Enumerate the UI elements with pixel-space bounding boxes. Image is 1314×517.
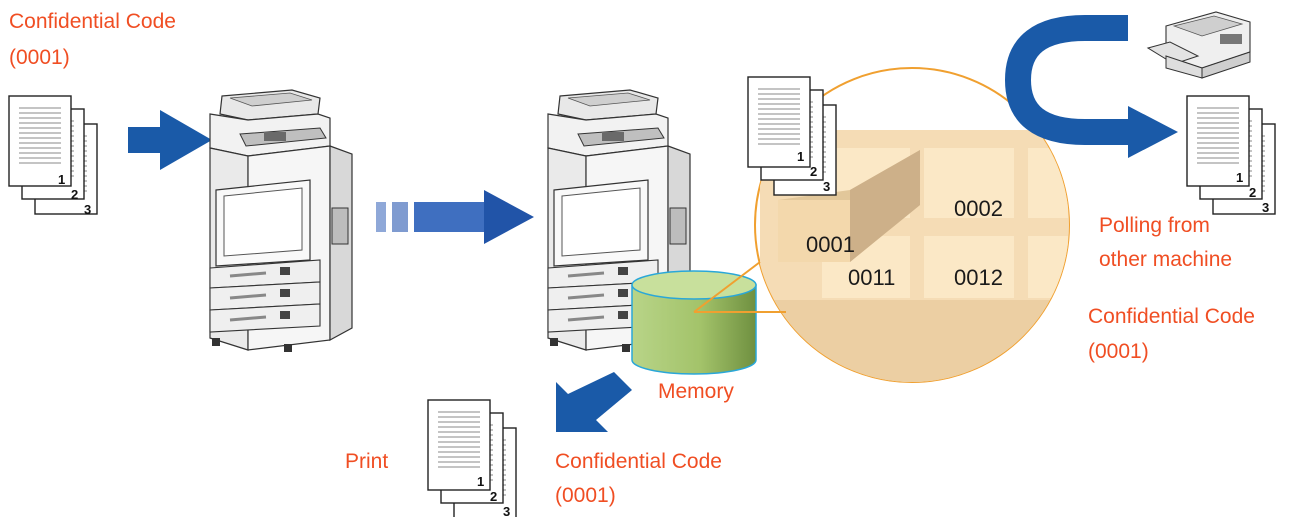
page-number-2: 2: [71, 187, 78, 202]
page-number-3: 3: [84, 202, 91, 217]
page-number-1: 1: [58, 172, 65, 187]
memory-cylinder-icon: [631, 261, 786, 375]
document-stack-icon: 1 2 3: [1186, 95, 1276, 215]
page-number-3: 3: [1262, 200, 1269, 215]
u-turn-arrow-icon: [1004, 15, 1178, 158]
page-number-3: 3: [823, 179, 830, 194]
polling-label-line1: Polling from: [1099, 214, 1210, 237]
transmission-arrow-icon: [376, 190, 534, 244]
page-number-2: 2: [810, 164, 817, 179]
arrow-right-icon: [128, 110, 212, 170]
mailbox-code-0012: 0012: [954, 265, 1003, 290]
document-stack-icon: 1 2 3: [8, 95, 98, 217]
right-confidential-code-value: (0001): [1088, 340, 1149, 363]
fax-machine-icon: [1146, 11, 1251, 79]
print-label: Print: [345, 450, 389, 473]
page-number-1: 1: [797, 149, 804, 164]
mailbox-code-0002: 0002: [954, 196, 1003, 221]
page-number-1: 1: [477, 474, 484, 489]
bottom-confidential-code-title: Confidential Code: [555, 450, 722, 473]
memory-label: Memory: [658, 380, 734, 403]
arrow-down-left-icon: [556, 372, 632, 432]
document-stack-icon: 1 2 3: [747, 76, 837, 196]
top-confidential-code-title: Confidential Code: [9, 10, 176, 33]
mailbox-code-0001: 0001: [806, 232, 855, 257]
mailbox-code-0011: 0011: [848, 265, 895, 290]
right-confidential-code-title: Confidential Code: [1088, 305, 1255, 328]
page-number-3: 3: [503, 504, 510, 517]
top-confidential-code-value: (0001): [9, 46, 70, 69]
copier-machine-icon: [208, 88, 354, 354]
document-stack-icon: 1 2 3: [427, 399, 517, 517]
page-number-2: 2: [1249, 185, 1256, 200]
page-number-1: 1: [1236, 170, 1243, 185]
page-number-2: 2: [490, 489, 497, 504]
polling-label-line2: other machine: [1099, 248, 1233, 271]
bottom-confidential-code-value: (0001): [555, 484, 616, 507]
